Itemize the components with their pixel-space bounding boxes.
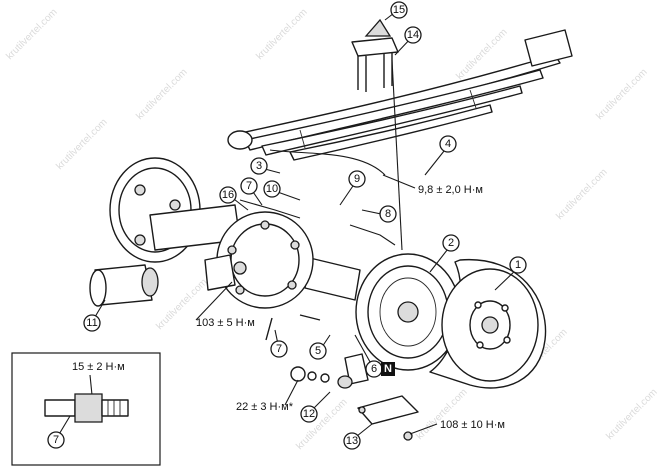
pinion-parts — [290, 353, 369, 389]
watermark: krutilvertel.com — [414, 387, 469, 442]
callout-label: 14 — [407, 29, 419, 41]
torque-spec-cover: 103 ± 5 Н·м — [196, 317, 255, 329]
callout-10: 10 — [263, 180, 281, 198]
callout-label: 11 — [86, 317, 97, 329]
callout-label: 7 — [53, 434, 59, 446]
callout-4: 4 — [439, 135, 457, 153]
torque-spec-bleeder: 9,8 ± 2,0 Н·м — [418, 184, 483, 196]
callout-label: 2 — [448, 237, 454, 249]
callout-label: 16 — [222, 189, 234, 201]
callout-5: 5 — [309, 342, 327, 360]
torque-spec-inset: 15 ± 2 Н·м — [72, 361, 125, 373]
callout-9: 9 — [348, 170, 366, 188]
callout-7-bottom: 7 — [270, 340, 288, 358]
callout-label: 7 — [276, 343, 282, 355]
brake-lines — [239, 149, 396, 341]
callout-label: 3 — [256, 160, 262, 172]
callout-1: 1 — [509, 256, 527, 274]
marker-n-label: N — [384, 363, 392, 375]
u-bolt-assembly — [351, 18, 403, 251]
inset-detail: 15 ± 2 Н·м 7 — [11, 352, 161, 466]
callout-label: 7 — [246, 180, 252, 192]
marker-n: N — [381, 362, 395, 376]
callout-label: 8 — [385, 208, 391, 220]
torque-spec-pinion: 22 ± 3 Н·м* — [236, 401, 294, 413]
watermark: krutilvertel.com — [604, 387, 659, 442]
axle-housing — [149, 204, 361, 309]
watermark: krutilvertel.com — [254, 7, 309, 62]
callout-label: 6 — [371, 363, 377, 375]
watermark: krutilvertel.com — [554, 167, 609, 222]
watermark: krutilvertel.com — [134, 67, 189, 122]
callout-label: 10 — [266, 183, 278, 195]
callout-label: 9 — [354, 173, 360, 185]
torque-spec-ubolt: 108 ± 10 Н·м — [440, 419, 505, 431]
callout-16: 16 — [219, 186, 237, 204]
callout-11: 11 — [83, 314, 101, 332]
callout-15: 15 — [390, 1, 408, 19]
callout-3: 3 — [250, 157, 268, 175]
callout-7-inset: 7 — [47, 431, 65, 449]
callout-12: 12 — [300, 405, 318, 423]
leaf-spring — [227, 29, 573, 161]
spring-plate — [357, 395, 419, 441]
callout-6: 6 — [365, 360, 383, 378]
callout-2: 2 — [442, 234, 460, 252]
brake-drum — [429, 259, 547, 389]
callout-7-top: 7 — [240, 177, 258, 195]
watermark: krutilvertel.com — [294, 397, 349, 452]
callout-label: 15 — [393, 4, 405, 16]
callout-label: 5 — [315, 345, 321, 357]
callouts: 1 2 3 4 5 6 7 7 8 9 10 11 12 13 14 15 16 — [83, 1, 527, 450]
callout-label: 13 — [346, 435, 358, 447]
callout-14: 14 — [404, 26, 422, 44]
callout-label: 12 — [303, 408, 315, 420]
callout-label: 1 — [515, 259, 521, 271]
callout-8: 8 — [379, 205, 397, 223]
watermark: krutilvertel.com — [4, 7, 59, 62]
callout-13: 13 — [343, 432, 361, 450]
callout-label: 4 — [445, 138, 451, 150]
watermark: krutilvertel.com — [54, 117, 109, 172]
drive-shaft-yoke — [89, 264, 159, 307]
watermark: krutilvertel.com — [594, 67, 649, 122]
